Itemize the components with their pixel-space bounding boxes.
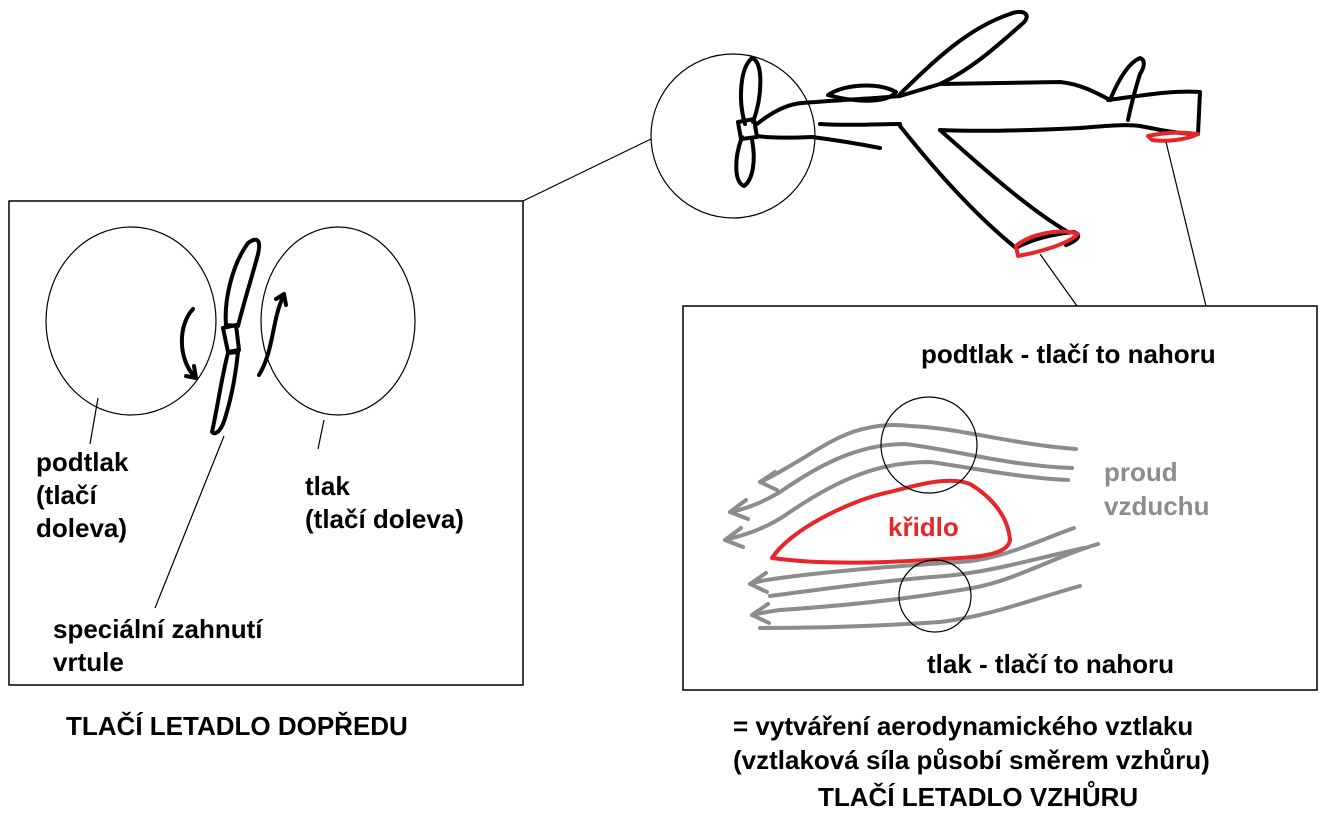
label-podtlak-2: (tlačí	[36, 480, 97, 510]
wing-tip-highlight-icon	[1014, 130, 1200, 258]
connector-line-propeller	[522, 138, 652, 202]
rotation-arrows-icon	[179, 292, 288, 380]
propeller-blade-icon	[210, 237, 262, 436]
label-tlak-1: tlak	[305, 471, 350, 501]
connector-line-tail	[1165, 141, 1207, 307]
high-pressure-circle	[260, 226, 416, 416]
caption-right-line-2: (vztlaková síla působí směrem vzhůru)	[733, 745, 1210, 775]
connector-line-wing	[1039, 253, 1078, 307]
label-propeller-1: speciální zahnutí	[53, 614, 263, 644]
airfoil-shape-icon	[770, 478, 1012, 565]
label-wing: křidlo	[888, 512, 959, 542]
caption-right-main: TLAČÍ LETADLO VZHŮRU	[818, 782, 1139, 812]
leader-propeller	[154, 435, 225, 609]
airflow-lines-icon	[723, 423, 1100, 630]
label-tlak-2: (tlačí doleva)	[305, 504, 464, 534]
wing-detail-frame	[682, 305, 1318, 691]
label-propeller-2: vrtule	[53, 647, 124, 677]
caption-left: TLAČÍ LETADLO DOPŘEDU	[66, 711, 408, 741]
leader-tlak	[317, 419, 325, 450]
label-podtlak-1: podtlak	[36, 447, 129, 477]
airplane-icon	[734, 9, 1202, 250]
label-airflow-2: vzduchu	[1104, 491, 1210, 521]
label-top-pressure: podtlak - tlačí to nahoru	[921, 339, 1216, 369]
label-podtlak-3: doleva)	[36, 513, 128, 543]
low-pressure-zone-circle	[880, 396, 978, 494]
label-airflow-1: proud	[1104, 457, 1178, 487]
high-pressure-zone-circle	[898, 559, 972, 633]
caption-right-line-1: = vytváření aerodynamického vztlaku	[733, 711, 1194, 741]
propeller-detail-frame	[8, 200, 524, 686]
label-bottom-pressure: tlak - tlačí to nahoru	[927, 649, 1175, 679]
leader-podtlak	[89, 397, 99, 445]
low-pressure-circle	[45, 226, 217, 416]
